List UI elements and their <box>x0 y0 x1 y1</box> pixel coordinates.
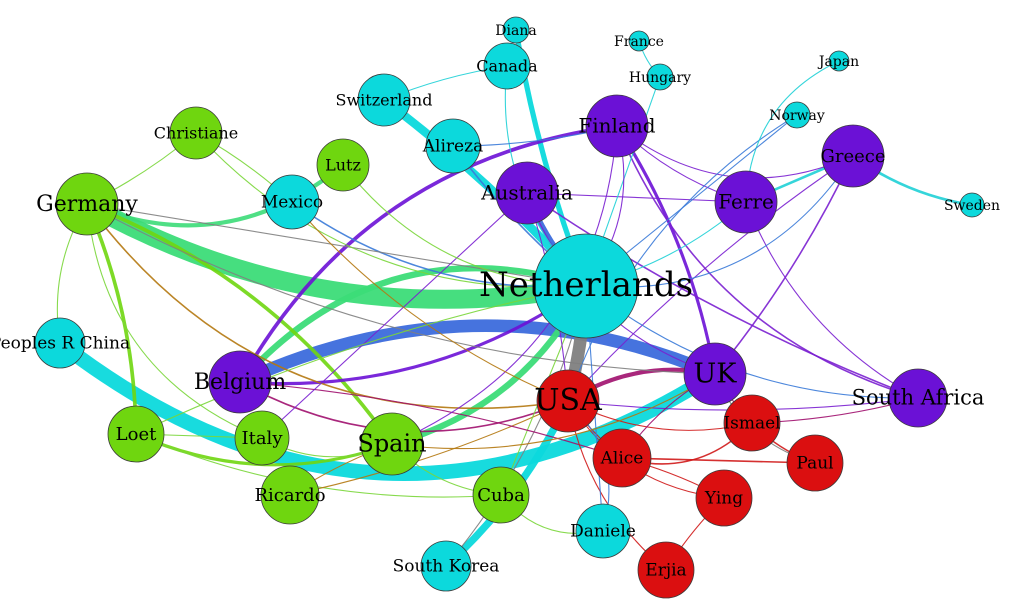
node-label-mexico: Mexico <box>261 193 323 213</box>
node-label-loet: Loet <box>116 424 157 445</box>
node-label-ricardo: Ricardo <box>254 485 325 506</box>
node-greece[interactable] <box>821 124 885 188</box>
node-canada[interactable] <box>483 42 531 90</box>
node-switzerland[interactable] <box>357 73 411 127</box>
node-sweden[interactable] <box>959 192 985 218</box>
node-italy[interactable] <box>234 410 290 466</box>
node-belgium[interactable] <box>208 350 272 414</box>
node-japan[interactable] <box>828 50 850 72</box>
edge-spain-uk <box>391 373 716 450</box>
node-label-canada: Canada <box>476 57 538 76</box>
node-spain[interactable] <box>360 412 424 476</box>
node-hungary[interactable] <box>646 63 674 91</box>
node-alireza[interactable] <box>425 118 481 174</box>
edge-belgium-netherlands <box>236 265 590 386</box>
edge-christiane-netherlands <box>195 132 587 289</box>
node-south-korea[interactable] <box>420 540 472 592</box>
node-label-finland: Finland <box>578 114 655 138</box>
node-label-cuba: Cuba <box>477 485 525 506</box>
edge-germany-usa <box>86 203 569 410</box>
edge-mexico-usa <box>291 201 569 402</box>
node-ferre[interactable] <box>714 170 778 234</box>
node-label-italy: Italy <box>241 428 283 449</box>
edge-italy-australia <box>261 192 528 439</box>
node-label-diana: Diana <box>495 23 536 39</box>
node-label-usa: USA <box>534 383 602 418</box>
node-australia[interactable] <box>495 161 559 225</box>
edge-belgium-alice <box>239 381 623 459</box>
node-label-ismael: Ismael <box>723 414 780 434</box>
node-finland[interactable] <box>585 94 649 158</box>
node-ricardo[interactable] <box>260 465 320 525</box>
node-label-netherlands: Netherlands <box>479 265 693 305</box>
node-label-peoples-r-china: Peoples R China <box>0 334 130 354</box>
edge-norway-usa <box>567 114 798 402</box>
node-cuba[interactable] <box>472 466 530 524</box>
node-paul[interactable] <box>786 434 844 492</box>
node-germany[interactable] <box>55 172 119 236</box>
edge-germany-italy <box>86 203 263 439</box>
node-norway[interactable] <box>783 101 811 129</box>
node-loet[interactable] <box>107 405 165 463</box>
node-label-ferre: Ferre <box>718 190 774 214</box>
node-label-christiane: Christiane <box>154 124 238 143</box>
edge-belgium-uk <box>233 319 722 389</box>
node-label-japan: Japan <box>817 54 859 70</box>
node-label-spain: Spain <box>357 430 426 458</box>
node-label-australia: Australia <box>480 181 573 205</box>
node-label-alireza: Alireza <box>422 137 483 157</box>
node-label-south-africa: South Africa <box>852 386 985 410</box>
node-label-daniele: Daniele <box>570 522 636 542</box>
node-label-germany: Germany <box>36 192 138 217</box>
node-label-uk: UK <box>694 359 738 390</box>
node-christiane[interactable] <box>169 106 223 160</box>
node-label-hungary: Hungary <box>629 70 691 86</box>
node-label-paul: Paul <box>796 454 833 474</box>
node-alice[interactable] <box>592 428 652 488</box>
edge-germany-loet <box>85 202 138 436</box>
node-label-sweden: Sweden <box>944 198 1000 214</box>
node-label-south-korea: South Korea <box>393 557 500 577</box>
node-ismael[interactable] <box>723 394 781 452</box>
node-peoples-r-china[interactable] <box>34 317 86 369</box>
node-diana[interactable] <box>502 16 530 44</box>
node-label-belgium: Belgium <box>194 370 287 395</box>
node-mexico[interactable] <box>264 174 320 230</box>
node-label-greece: Greece <box>820 146 885 167</box>
edge-loet-netherlands <box>135 285 587 435</box>
node-south-africa[interactable] <box>888 368 948 428</box>
edge-greece-uk <box>714 155 854 375</box>
node-france[interactable] <box>628 30 650 52</box>
edge-germany-netherlands <box>86 203 587 287</box>
node-ying[interactable] <box>695 469 753 527</box>
edge-usa-greece <box>567 155 854 402</box>
node-netherlands[interactable] <box>533 233 639 339</box>
edge-finland-uk <box>615 124 717 376</box>
edge-australia-south-africa <box>526 192 919 399</box>
edge-finland-south-africa <box>616 125 919 399</box>
node-label-france: France <box>614 34 664 50</box>
edge-germany-netherlands <box>77 194 596 309</box>
node-label-alice: Alice <box>600 449 644 469</box>
nodes-layer <box>34 16 985 599</box>
edge-germany-spain <box>85 202 394 446</box>
node-label-erjia: Erjia <box>645 561 686 581</box>
edge-ferre-south-africa <box>745 201 919 399</box>
node-label-ying: Ying <box>704 489 743 509</box>
node-label-switzerland: Switzerland <box>336 91 433 110</box>
node-erjia[interactable] <box>637 541 695 599</box>
node-label-norway: Norway <box>769 108 825 124</box>
edge-germany-uk <box>86 203 716 375</box>
node-lutz[interactable] <box>316 138 370 192</box>
node-uk[interactable] <box>683 342 747 406</box>
node-usa[interactable] <box>536 369 600 433</box>
node-daniele[interactable] <box>575 503 631 559</box>
node-label-lutz: Lutz <box>325 156 361 175</box>
